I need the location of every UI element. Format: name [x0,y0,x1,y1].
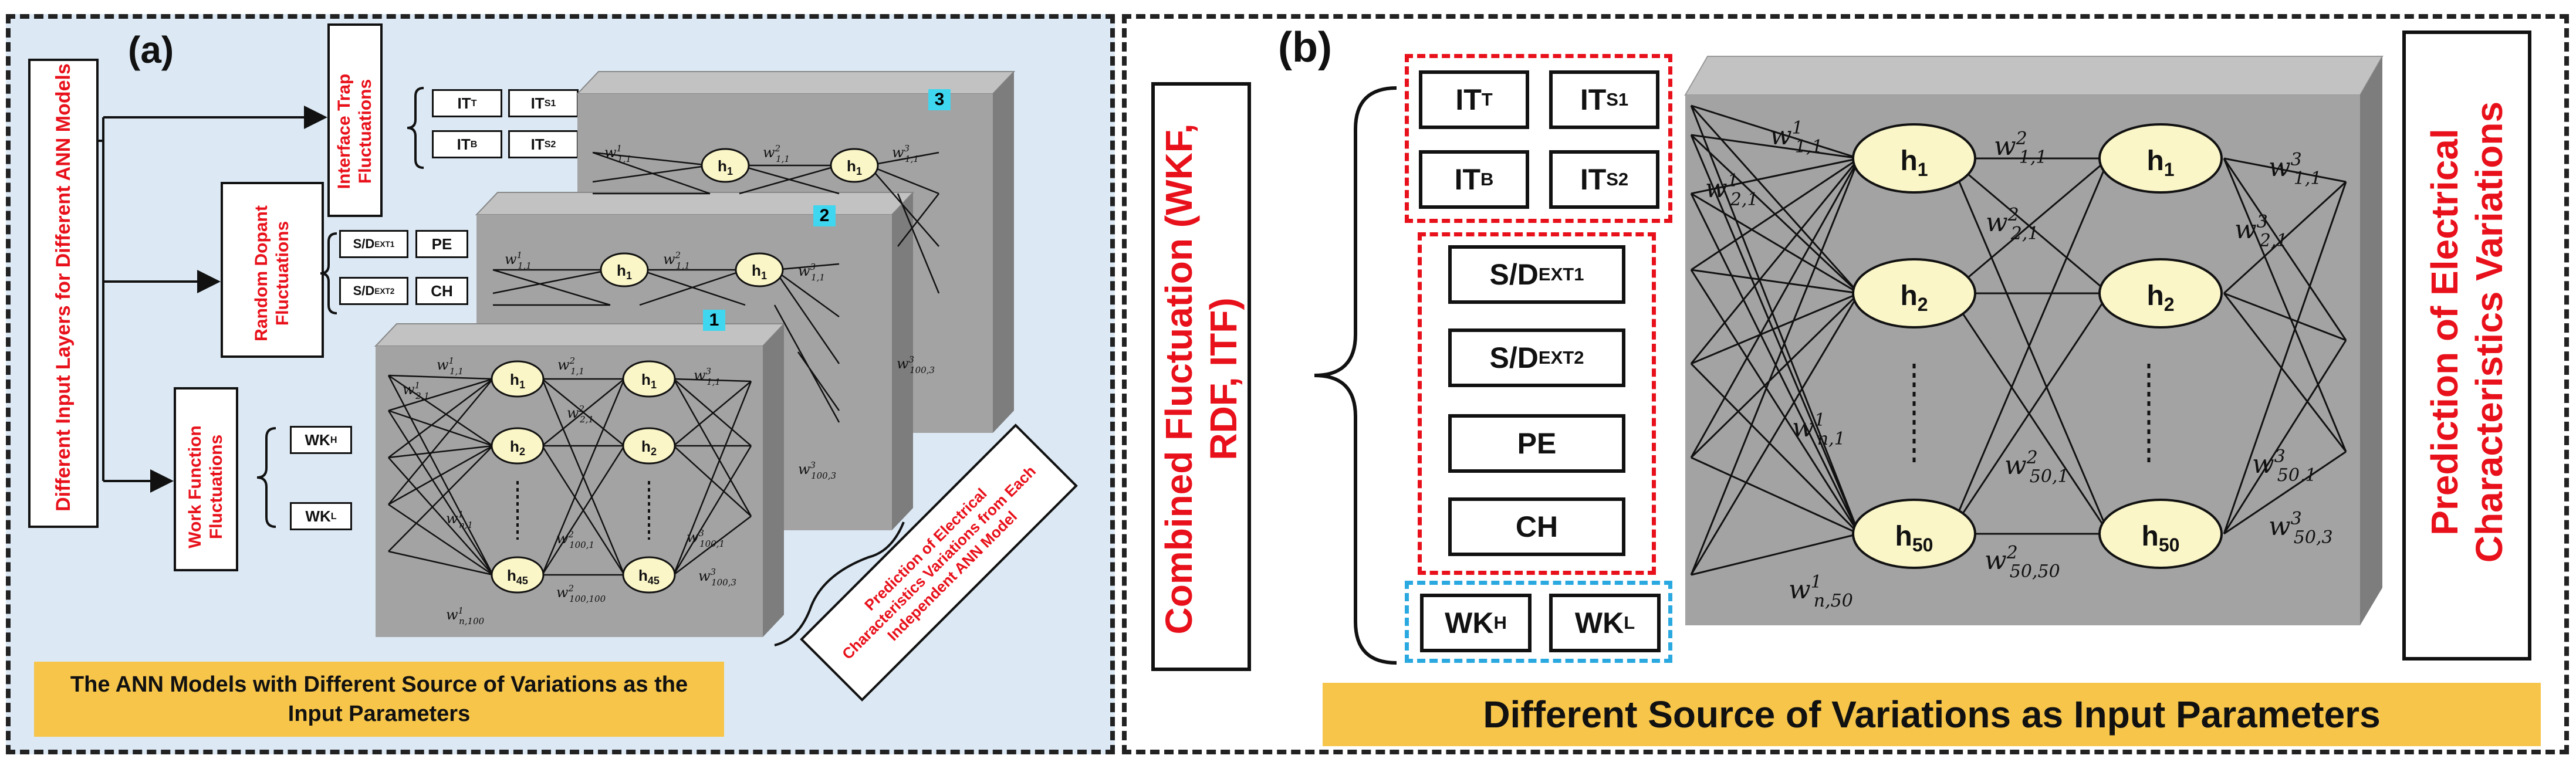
front-net-edges [387,374,752,576]
model-number-2: 2 [813,205,836,226]
b-node-h50-layer1 [1852,499,1976,569]
panel-b-banner: Different Source of Variations as Input … [1323,683,2541,746]
b-node-h1-layer1 [1852,123,1976,194]
b-input-pe: PE [1448,414,1625,473]
panel-b-output-label: Prediction of Electrical Characteristics… [2423,101,2510,563]
model-number-3: 3 [928,89,951,110]
b-node-h2-layer1 [1852,258,1976,328]
net3-node-h1b [830,148,879,183]
model-number-1: 1 [703,310,725,331]
b-input-ch: CH [1448,497,1625,556]
rdf-branch-box [221,182,324,358]
panel-a-label: (a) [128,29,174,71]
net1-node-h45a [491,556,545,594]
svg-text:w1n,50: w1n,50 [1789,572,1853,611]
svg-text:h2: h2 [1900,280,1928,315]
wkf-branch-box [174,387,238,571]
itf-group [1405,54,1672,223]
panel-b-output-box [2402,31,2531,661]
main-input-box [28,59,99,528]
panel-b-label: (b) [1278,24,1332,71]
itf-branch-box [327,23,383,217]
wkf-group [1405,581,1672,663]
net1-node-h45b [622,556,676,594]
panel-a-banner: The ANN Models with Different Source of … [34,662,724,737]
net3-node-h1a [701,148,750,183]
net1-node-h2a [491,427,545,465]
rdf-input-ch: CH [415,277,468,305]
rdf-input-pe: PE [415,230,468,258]
svg-text:h2: h2 [2146,280,2174,315]
net1-node-h1b [622,360,676,398]
net1-node-h1a [491,360,545,398]
rdf-group [1418,232,1656,575]
net2-node-h1a [600,252,649,287]
net1-node-h2b [622,427,676,465]
combined-box [1151,82,1251,671]
output-brace [774,521,905,646]
b-node-h1-layer2 [2098,123,2223,194]
b-node-h2-layer2 [2098,258,2223,328]
svg-text:w21,1: w21,1 [1994,128,2047,168]
b-node-h50-layer2 [2098,499,2223,569]
net2-node-h1b [735,252,784,287]
svg-text:w31,1: w31,1 [2269,150,2321,189]
